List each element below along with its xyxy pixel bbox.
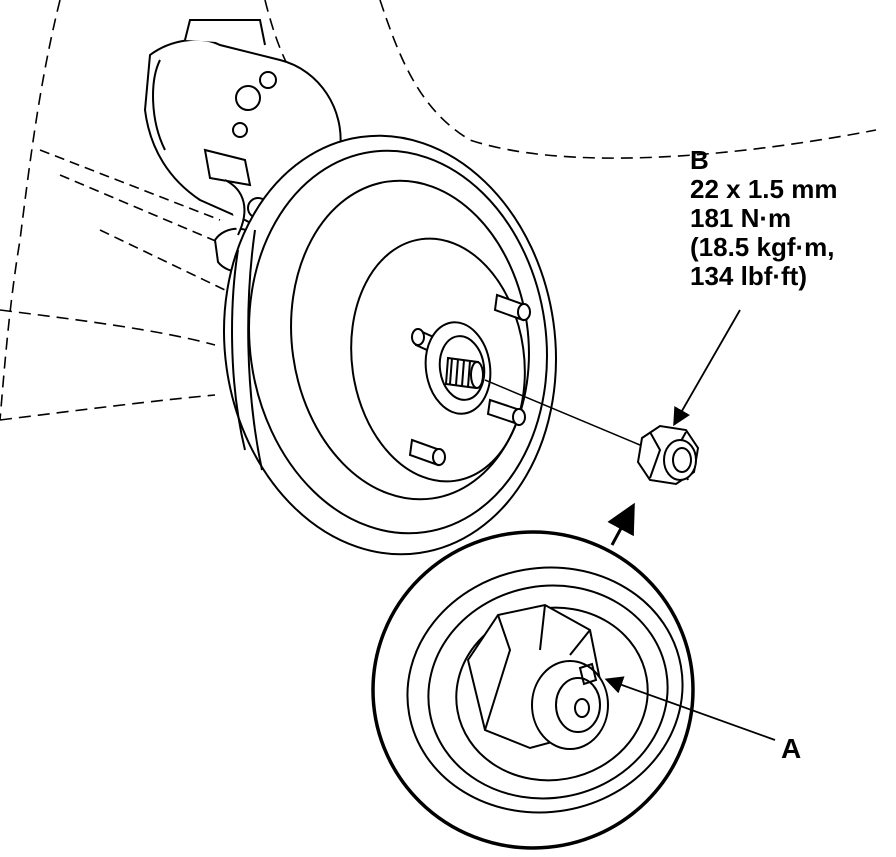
- detail-arrow: [607, 502, 635, 545]
- brake-drum: [197, 114, 582, 576]
- callout-b-torque-nm: 181 N·m: [690, 203, 792, 233]
- callout-b-torque-kgfm: (18.5 kgf·m,: [690, 232, 835, 262]
- wheel-studs: [410, 295, 530, 465]
- detail-view: [373, 532, 702, 848]
- callout-b-letter: B: [690, 145, 709, 175]
- callout-b-torque-lbfft: 134 lbf·ft): [690, 261, 807, 291]
- spindle-nut-b: [638, 426, 698, 484]
- callout-b-size: 22 x 1.5 mm: [690, 174, 838, 204]
- hub-spindle: [420, 318, 496, 418]
- axis-line: [485, 380, 640, 445]
- callout-a-letter: A: [781, 733, 802, 764]
- leader-a: [604, 676, 775, 740]
- callout-b-spec: B 22 x 1.5 mm 181 N·m (18.5 kgf·m, 134 l…: [690, 146, 837, 291]
- leader-b: [673, 310, 740, 427]
